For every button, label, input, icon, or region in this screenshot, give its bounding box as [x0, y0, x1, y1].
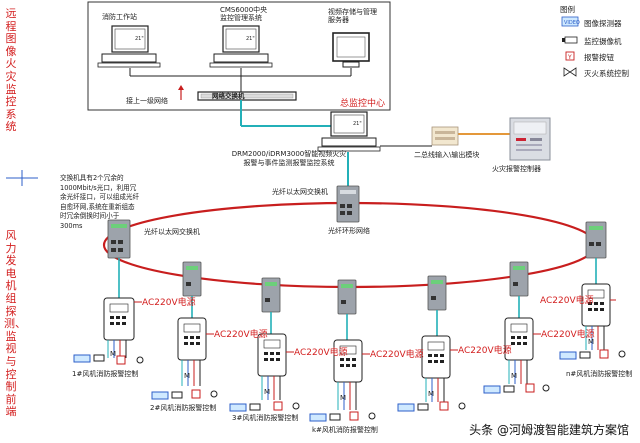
field-devices-icon: [397, 378, 466, 412]
video-storage-label: 视频存储与管理服务器: [328, 8, 377, 24]
svg-text:21": 21": [135, 36, 144, 42]
turbine-panel-icon: [257, 333, 287, 377]
field-devices-icon: [483, 360, 550, 394]
power-label: AC220V电源: [540, 296, 594, 306]
fiber-switch-top-icon: [336, 185, 360, 223]
left-label-remote-system: 远程图像火灾监控系统: [5, 7, 17, 134]
turbine-panel-icon: [333, 339, 363, 383]
io-module-label: 二总线输入\输出模块: [414, 151, 480, 159]
power-label: AC220V电源: [458, 346, 512, 356]
module-badge: M: [588, 338, 595, 346]
field-devices-icon: [151, 360, 218, 400]
fire-workstation-label: 消防工作站: [102, 13, 137, 21]
legend-extinguisher-control-icon: [563, 67, 577, 77]
turbine-panel-icon: [421, 335, 451, 379]
turbine-label: 2#风机消防报警控制: [150, 404, 217, 412]
power-label: AC220V电源: [370, 350, 424, 360]
fiber-switch-icon: [261, 277, 281, 313]
module-badge: M: [264, 388, 271, 396]
field-devices-icon: [559, 326, 626, 360]
watermark: 头条 @河姆渡智能建筑方案馆: [466, 420, 632, 439]
power-label: AC220V电源: [294, 348, 348, 358]
power-label: AC220V电源: [541, 330, 595, 340]
module-badge: M: [184, 372, 191, 380]
fiber-switch-label: 光纤以太网交换机: [272, 188, 328, 196]
turbine-panel-icon: [177, 317, 207, 361]
svg-text:21": 21": [353, 121, 362, 127]
legend-alarm-button-icon: Y: [565, 51, 575, 61]
fiber-switch-left-icon: [107, 219, 131, 259]
legend-label: 图像探测器: [584, 19, 622, 28]
network-switch-icon: [197, 91, 297, 101]
field-devices-icon: [229, 376, 300, 412]
fire-workstation-icon: 21": [97, 25, 161, 68]
power-label: AC220V电源: [142, 298, 196, 308]
drm-host-label: DRM2000/iDRM3000智能视频火灾报警与事件监测报警监控系统: [231, 150, 347, 167]
turbine-label: k#风机消防报警控制: [312, 426, 378, 434]
cms-workstation-icon: 21": [209, 25, 273, 68]
redundancy-note: 交换机具有2个冗余的1000Mbit/s光口，利用冗余光纤接口，可以组成光纤自愈…: [60, 174, 140, 230]
legend-label: 监控摄像机: [584, 37, 622, 46]
svg-text:VIDEO: VIDEO: [564, 20, 580, 26]
svg-text:Y: Y: [567, 54, 572, 61]
fiber-switch-icon: [509, 261, 529, 297]
svg-text:21": 21": [246, 36, 255, 42]
fiber-switch-icon: [182, 261, 202, 297]
power-label: AC220V电源: [214, 330, 268, 340]
drm-host-icon: 21": [317, 111, 381, 152]
turbine-label: 3#风机消防报警控制: [232, 414, 299, 422]
fiber-switch-left-label: 光纤以太网交换机: [144, 228, 200, 236]
uplink-label: 接上一级网络: [126, 97, 168, 105]
turbine-panel-icon: [103, 297, 135, 341]
field-devices-icon: [309, 382, 376, 422]
module-badge: M: [340, 394, 347, 402]
control-center-label: 总监控中心: [340, 99, 386, 109]
fiber-switch-icon: [337, 279, 357, 315]
turbine-label: 1#风机消防报警控制: [72, 370, 139, 378]
module-badge: M: [511, 372, 518, 380]
network-switch-label: 网络交换机: [212, 92, 245, 100]
left-label-front-end: 风力发电机组探测、监视与控制前端: [4, 229, 26, 419]
fiber-switch-icon: [427, 275, 447, 311]
legend-camera-icon: [562, 36, 578, 44]
turbine-label: n#风机消防报警控制: [566, 370, 633, 378]
cms-system-label: CMS6000中央监控管理系统: [220, 6, 268, 22]
turbine-panel-icon: [581, 283, 611, 327]
legend-video-detector-icon: VIDEO: [561, 16, 580, 27]
legend-title: 图例: [560, 5, 575, 14]
fiber-switch-right-icon: [585, 221, 607, 259]
turbine-panel-icon: [504, 317, 534, 361]
legend-label: 灭火系统控制: [584, 69, 629, 78]
fiber-ring-label: 光纤环形网络: [328, 227, 370, 235]
fire-alarm-controller-icon: [509, 117, 551, 161]
module-badge: M: [110, 350, 117, 358]
legend-label: 报警按钮: [584, 53, 614, 62]
field-devices-icon: [73, 340, 144, 365]
video-storage-server-icon: [332, 32, 370, 68]
module-badge: M: [428, 390, 435, 398]
fire-controller-label: 火灾报警控制器: [492, 165, 541, 173]
io-module-icon: [431, 126, 459, 146]
